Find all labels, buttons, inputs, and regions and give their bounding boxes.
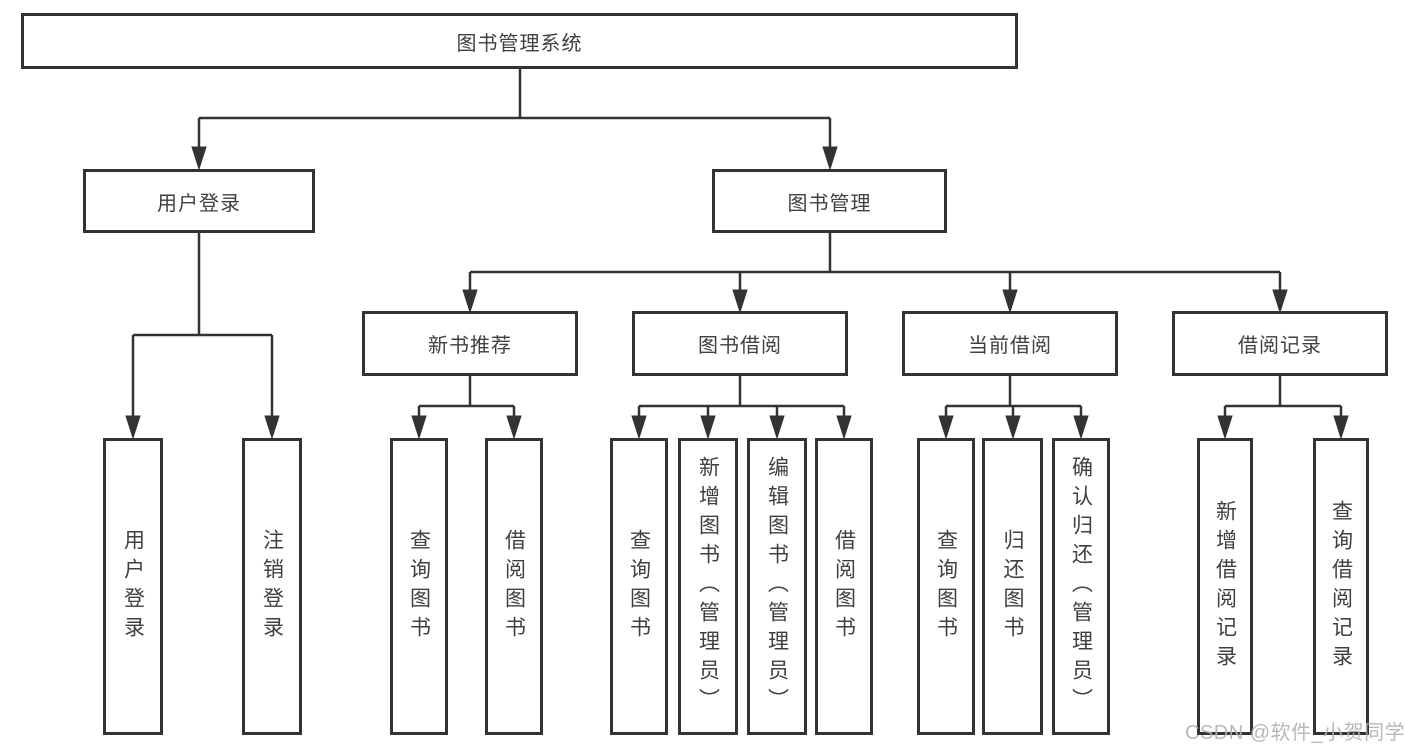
leaf-label: 确认归还（管理员） [1069, 456, 1093, 717]
node-user-login: 用户登录 [83, 169, 315, 233]
leaf-edit-books-admin: 编辑图书（管理员） [747, 438, 807, 735]
node-label: 图书管理系统 [456, 32, 583, 55]
leaf-query-books-2: 查询图书 [610, 438, 668, 735]
node-label: 当前借阅 [968, 335, 1052, 357]
node-library-management-system: 图书管理系统 [21, 13, 1018, 69]
leaf-label: 编辑图书（管理员） [765, 456, 789, 717]
leaf-label: 查询图书 [934, 528, 958, 645]
leaf-label: 借阅图书 [832, 528, 856, 645]
node-label: 用户登录 [157, 192, 241, 215]
node-book-management: 图书管理 [712, 169, 947, 233]
node-current-borrowing: 当前借阅 [902, 311, 1118, 376]
node-label: 借阅记录 [1238, 335, 1322, 357]
leaf-label: 归还图书 [1001, 528, 1024, 645]
leaf-label: 注销登录 [260, 528, 284, 645]
leaf-query-books-3: 查询图书 [917, 438, 975, 735]
leaf-label: 借阅图书 [502, 528, 526, 645]
node-book-borrowing: 图书借阅 [632, 311, 848, 376]
leaf-return-books: 归还图书 [982, 438, 1043, 735]
leaf-query-borrow-record: 查询借阅记录 [1313, 438, 1369, 735]
leaf-confirm-return-admin: 确认归还（管理员） [1052, 438, 1110, 735]
leaf-label: 查询图书 [407, 528, 431, 645]
node-label: 新书推荐 [428, 335, 512, 357]
leaf-borrow-books-2: 借阅图书 [815, 438, 873, 735]
leaf-borrow-books-1: 借阅图书 [485, 438, 543, 735]
leaf-add-borrow-record: 新增借阅记录 [1197, 438, 1253, 735]
leaf-label: 查询图书 [627, 528, 651, 645]
leaf-label: 用户登录 [121, 528, 145, 645]
node-label: 图书管理 [787, 192, 872, 215]
node-borrowing-records: 借阅记录 [1172, 311, 1388, 376]
leaf-label: 新增借阅记录 [1213, 499, 1237, 674]
leaf-logout: 注销登录 [242, 438, 302, 735]
leaf-label: 查询借阅记录 [1329, 499, 1353, 674]
node-label: 图书借阅 [698, 335, 782, 357]
node-new-book-recommendation: 新书推荐 [362, 311, 578, 376]
leaf-add-books-admin: 新增图书（管理员） [678, 438, 738, 735]
leaf-query-books-1: 查询图书 [390, 438, 448, 735]
leaf-user-login: 用户登录 [103, 438, 163, 735]
leaf-label: 新增图书（管理员） [696, 456, 720, 717]
watermark-text: CSDN @软件_小贺同学 [1185, 722, 1405, 744]
arrowheads [125, 146, 1349, 440]
